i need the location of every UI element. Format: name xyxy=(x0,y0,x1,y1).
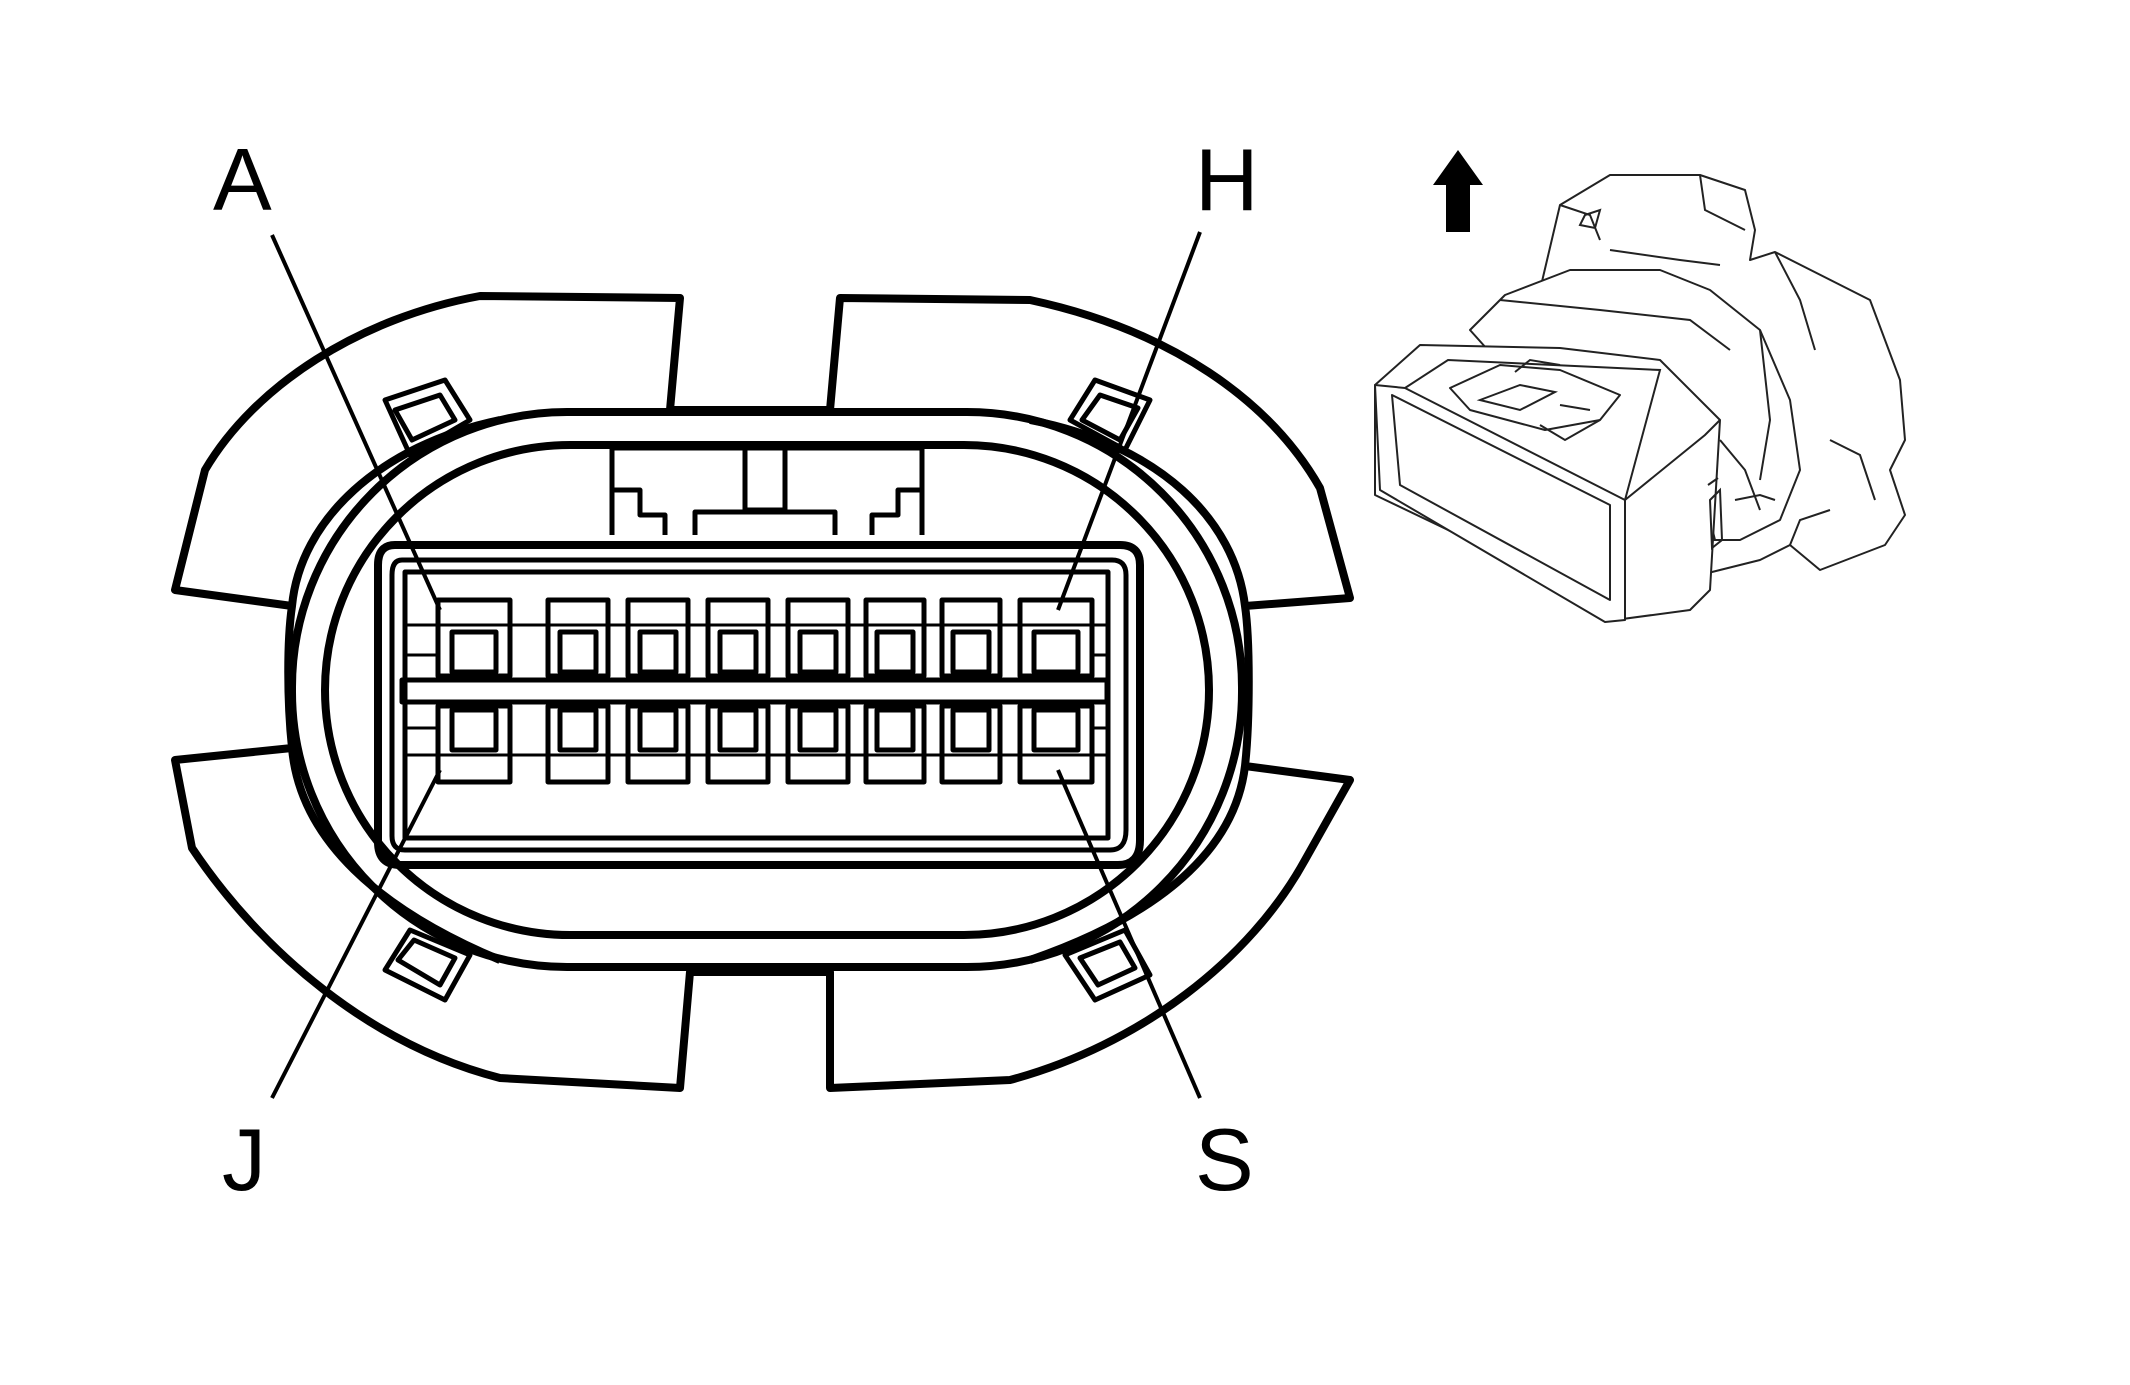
pin-cavity-g xyxy=(939,597,1003,679)
pin-cavity-s xyxy=(1017,703,1095,785)
locking-boss xyxy=(609,445,925,535)
pin-terminal-d xyxy=(717,629,759,675)
cavity-shell-inner xyxy=(389,557,1129,853)
pin-cavity-e xyxy=(785,597,851,679)
pin-cavity-k xyxy=(545,703,611,785)
leader-line-j xyxy=(270,769,442,1099)
seal-ring-inner xyxy=(321,441,1213,939)
label-pin-a: A xyxy=(213,130,272,229)
arrow-up-icon xyxy=(1433,150,1483,232)
pin-terminal-a xyxy=(449,629,499,675)
pin-terminal-c xyxy=(637,629,679,675)
pin-terminal-r xyxy=(950,707,992,753)
pin-cavity-m xyxy=(705,703,771,785)
pin-cavity-d xyxy=(705,597,771,679)
pin-cavity-b xyxy=(545,597,611,679)
leader-line-a xyxy=(270,234,442,611)
pin-cavity-h xyxy=(1017,597,1095,679)
iso-collar-detail xyxy=(1499,299,1772,541)
pin-cavity-j xyxy=(435,703,513,785)
row-separator xyxy=(399,677,1110,705)
pin-terminal-g xyxy=(950,629,992,675)
pin-terminal-m xyxy=(717,707,759,753)
pin-cavity-p xyxy=(863,703,927,785)
pin-cavity-l xyxy=(625,703,691,785)
latch-tab-top-right xyxy=(1067,377,1153,453)
pin-terminal-p xyxy=(874,707,916,753)
pin-cavity-a xyxy=(435,597,513,679)
latch-tab-bottom-left xyxy=(382,927,473,1003)
cavity-floor xyxy=(402,569,1111,841)
pin-terminal-b xyxy=(557,629,599,675)
label-pin-s: S xyxy=(1195,1110,1254,1209)
locking-boss-detail xyxy=(612,448,922,535)
iso-rear-grommet-detail xyxy=(1559,174,1876,546)
pin-cavity-n xyxy=(785,703,851,785)
seal-ring-outer xyxy=(288,408,1246,971)
pin-terminal-j xyxy=(449,707,499,753)
pin-terminal-l xyxy=(637,707,679,753)
pin-row-bottom xyxy=(405,703,1108,785)
connector-face-view: A H J S xyxy=(171,130,1354,1209)
leader-line-s xyxy=(1056,769,1202,1099)
pin-cavity-f xyxy=(863,597,927,679)
connector-isometric-view xyxy=(1374,150,1906,623)
cavity-shell-outer xyxy=(374,541,1144,869)
pin-terminal-f xyxy=(874,629,916,675)
pin-row-top xyxy=(405,597,1108,679)
outer-housing xyxy=(171,292,1354,1092)
iso-side-clip xyxy=(1707,477,1776,551)
label-pin-j: J xyxy=(222,1110,266,1209)
pin-terminal-s xyxy=(1031,707,1081,753)
latch-tab-bottom-right xyxy=(1062,927,1153,1003)
latch-tab-top-left xyxy=(382,377,473,458)
pin-terminal-n xyxy=(797,707,839,753)
pin-row-top-rails xyxy=(405,623,1108,657)
iso-locking-latch-detail xyxy=(1476,358,1601,442)
label-pin-h: H xyxy=(1195,130,1259,229)
pin-cavity-c xyxy=(625,597,691,679)
pin-row-bottom-rails xyxy=(405,726,1108,757)
pin-cavity-r xyxy=(939,703,1003,785)
pin-terminal-h xyxy=(1031,629,1081,675)
iso-locking-latch xyxy=(1449,364,1621,431)
pin-terminal-k xyxy=(557,707,599,753)
pin-terminal-e xyxy=(797,629,839,675)
leader-line-h xyxy=(1056,231,1202,611)
iso-plug-opening xyxy=(1391,394,1611,601)
